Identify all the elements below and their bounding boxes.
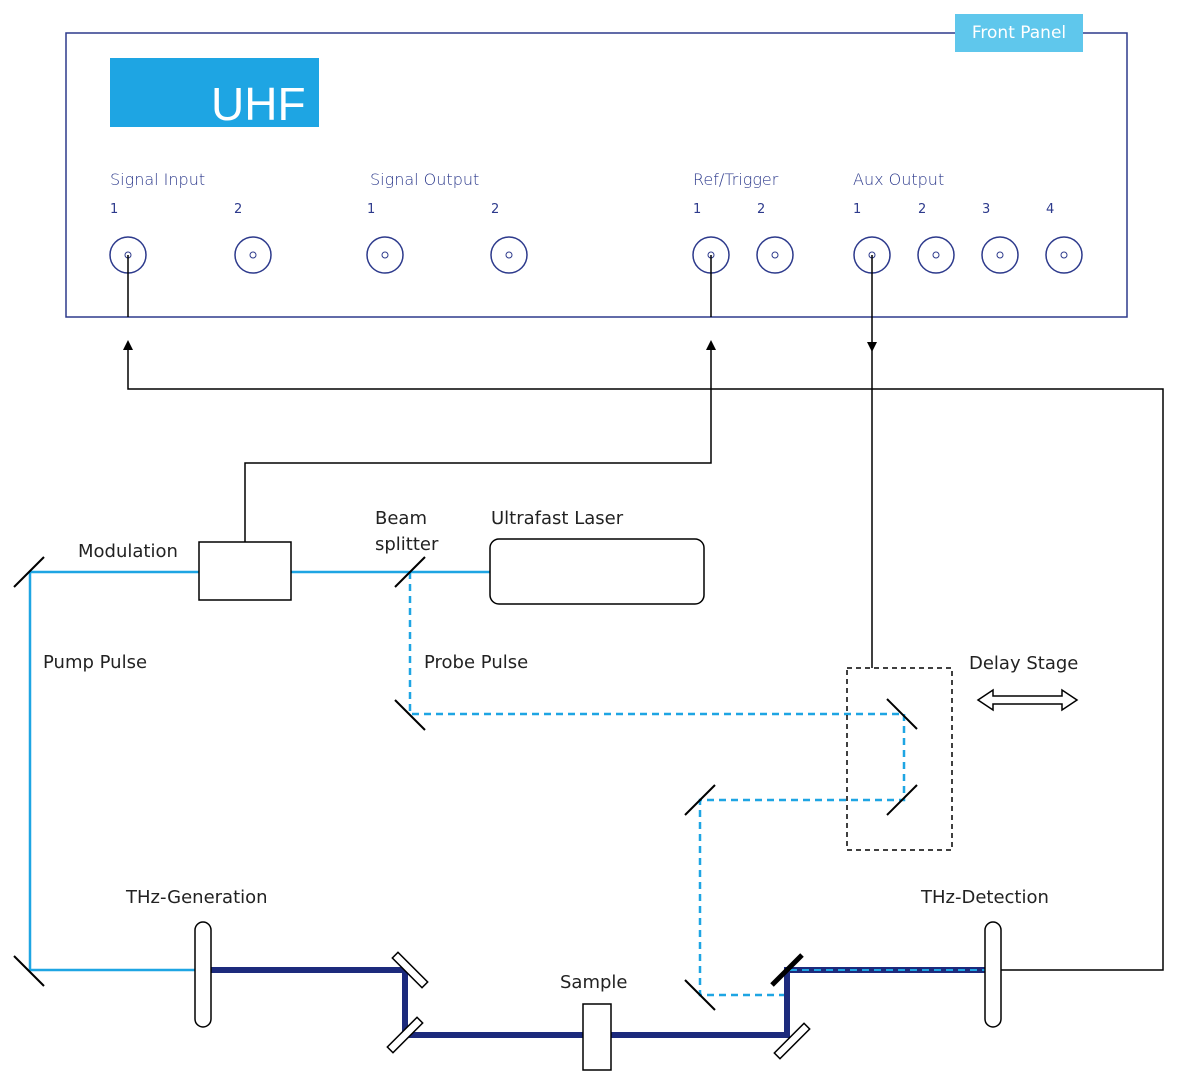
- signal-input-arrowhead: [123, 340, 133, 350]
- aux-output-4-connector[interactable]: [1045, 236, 1083, 274]
- pump-mirror-top-left: [13, 556, 45, 588]
- thz-mirror-2: [386, 1016, 424, 1054]
- sample-holder[interactable]: [582, 1003, 612, 1071]
- modulation-label: Modulation: [78, 541, 178, 562]
- detection-to-signal-input-cable: [127, 345, 1164, 971]
- thz-generation-label: THz-Generation: [125, 887, 268, 908]
- delay-stage-arrow-icon: [976, 688, 1079, 712]
- thz-generation-crystal[interactable]: [194, 921, 212, 1028]
- aux-output-1-num: 1: [853, 202, 861, 217]
- thz-detection-label: THz-Detection: [920, 887, 1049, 908]
- aux-output-label: Aux Output: [853, 170, 944, 189]
- signal-input-2-connector[interactable]: [234, 236, 272, 274]
- signal-output-label: Signal Output: [370, 170, 479, 189]
- front-panel-tab[interactable]: [955, 14, 1083, 52]
- delay-stage-label: Delay Stage: [969, 653, 1078, 674]
- front-panel-frame: [65, 32, 1128, 318]
- thz-detection-crystal[interactable]: [984, 921, 1002, 1028]
- signal-input-2-num: 2: [234, 202, 242, 217]
- signal-output-1-num: 1: [367, 202, 375, 217]
- front-panel: Front Panel UHF Signal Input 1 2 Signal …: [65, 14, 1128, 318]
- aux-output-2-connector[interactable]: [917, 236, 955, 274]
- pellicle-beam-combiner: [770, 953, 804, 987]
- delay-stage-box[interactable]: [846, 667, 953, 851]
- probe-mirror-3: [684, 979, 716, 1011]
- ref-trigger-2-connector[interactable]: [756, 236, 794, 274]
- signal-output-1-connector[interactable]: [366, 236, 404, 274]
- pump-beam: [28, 570, 490, 972]
- sample-label: Sample: [560, 972, 628, 993]
- brand-logo-box: [110, 58, 319, 127]
- beam-splitter-label-1: Beam: [375, 508, 427, 529]
- beam-splitter-mirror: [394, 556, 426, 588]
- pump-pulse-label: Pump Pulse: [43, 652, 147, 673]
- probe-pulse-label: Probe Pulse: [424, 652, 528, 673]
- ref-trigger-2-num: 2: [757, 202, 765, 217]
- beam-splitter-label-2: splitter: [375, 534, 439, 555]
- signal-cables: [123, 255, 1164, 971]
- signal-output-2-connector[interactable]: [490, 236, 528, 274]
- ultrafast-laser-label: Ultrafast Laser: [491, 508, 624, 529]
- ref-trigger-arrowhead: [706, 340, 716, 350]
- signal-output-2-num: 2: [491, 202, 499, 217]
- thz-mirror-1: [391, 951, 429, 989]
- thz-mirror-3: [773, 1022, 811, 1060]
- ref-trigger-label: Ref/Trigger: [693, 170, 779, 189]
- delay-mirror-top: [886, 698, 918, 730]
- aux-output-3-num: 3: [982, 202, 990, 217]
- aux-output-4-num: 4: [1046, 202, 1054, 217]
- brand-logo-text: UHF: [211, 78, 306, 130]
- modulator-box[interactable]: [198, 541, 292, 601]
- probe-mirror-1: [394, 699, 426, 731]
- ultrafast-laser-box[interactable]: [489, 538, 705, 605]
- probe-beam: [408, 572, 985, 997]
- optics: [13, 538, 1079, 1071]
- signal-input-label: Signal Input: [110, 170, 205, 189]
- probe-mirror-2: [684, 784, 716, 816]
- modulation-to-ref-trigger-cable: [244, 345, 712, 542]
- signal-input-1-num: 1: [110, 202, 118, 217]
- setup-labels: Modulation Beam splitter Ultrafast Laser…: [43, 508, 1078, 993]
- pump-mirror-bottom-left: [13, 955, 45, 987]
- aux-output-arrowhead: [867, 342, 877, 352]
- front-panel-tab-label: Front Panel: [972, 23, 1066, 43]
- aux-output-3-connector[interactable]: [981, 236, 1019, 274]
- ref-trigger-1-num: 1: [693, 202, 701, 217]
- delay-mirror-bottom: [886, 784, 918, 816]
- aux-output-2-num: 2: [918, 202, 926, 217]
